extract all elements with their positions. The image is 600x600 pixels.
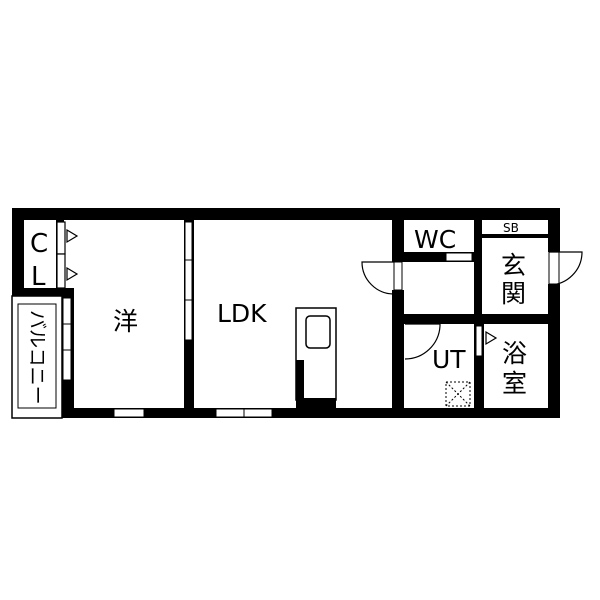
ut-door-swing	[404, 323, 441, 360]
closet-label-line1: C	[30, 229, 48, 259]
window-bottom-ldk-1	[215, 408, 245, 418]
closet-door-hinge-1	[66, 228, 79, 244]
window-bottom-ldk-2	[243, 408, 273, 418]
kitchen-side-wall	[296, 360, 304, 400]
kitchen-basin	[305, 315, 331, 349]
door-swings	[361, 251, 583, 360]
wall-bottom	[62, 408, 560, 418]
balcony-inner	[17, 303, 57, 409]
ut-bath-door	[475, 325, 483, 357]
openings	[62, 221, 560, 418]
front-door-swing	[548, 251, 583, 286]
bath-door-hinge	[485, 330, 498, 346]
kitchen-sink	[295, 307, 337, 410]
wall-top	[12, 208, 560, 220]
door-yo-ldk-panel-3	[184, 299, 193, 341]
utility-label: UT	[432, 345, 466, 374]
balcony-label: バルコニー	[26, 310, 48, 405]
door-yo-ldk-panel-1	[184, 221, 193, 261]
wall-right-upper	[548, 208, 560, 252]
wall-ldk-wc	[392, 218, 404, 260]
window-left-balcony-3	[62, 349, 72, 381]
entry-corridor-door	[393, 261, 403, 291]
closet-doors	[56, 221, 79, 289]
wc-door-gap	[445, 252, 473, 262]
closet-door-panel-1	[56, 221, 66, 255]
shoe-box-label: SB	[503, 221, 519, 235]
bathroom-label-line1: 浴	[502, 339, 527, 368]
wall-sb-bottom	[482, 234, 548, 238]
window-left-balcony-2	[62, 323, 72, 351]
wc-label: WC	[414, 225, 456, 254]
ldk-door-swing	[361, 261, 395, 295]
wall-ldk-wc-lower	[392, 290, 404, 410]
wall-right-lower	[548, 284, 560, 418]
closet-label-line2: L	[31, 262, 46, 292]
door-yo-ldk-panel-2	[184, 259, 193, 301]
window-left-balcony-1	[62, 297, 72, 325]
wall-wc-right	[474, 218, 482, 314]
wall-left	[12, 208, 24, 296]
western-room-label: 洋	[113, 307, 138, 336]
entrance-label-line1: 玄	[501, 251, 526, 280]
bathroom-label-line2: 室	[502, 369, 527, 398]
front-door-gap	[548, 251, 560, 285]
window-bottom-yo	[113, 408, 145, 418]
washer-space	[445, 381, 471, 407]
closet-door-panel-2	[56, 253, 66, 289]
washer-box	[445, 381, 471, 407]
balcony	[11, 295, 63, 419]
washer-cross	[445, 381, 471, 407]
wall-wc-bottom	[392, 252, 474, 262]
wall-balcony-top	[12, 288, 74, 296]
kitchen-base	[296, 398, 336, 410]
wall-ut-bath	[474, 314, 484, 410]
ldk-label: LDK	[217, 299, 267, 328]
closet-door-hinge-2	[66, 266, 79, 282]
entrance-label-line2: 関	[501, 279, 526, 308]
